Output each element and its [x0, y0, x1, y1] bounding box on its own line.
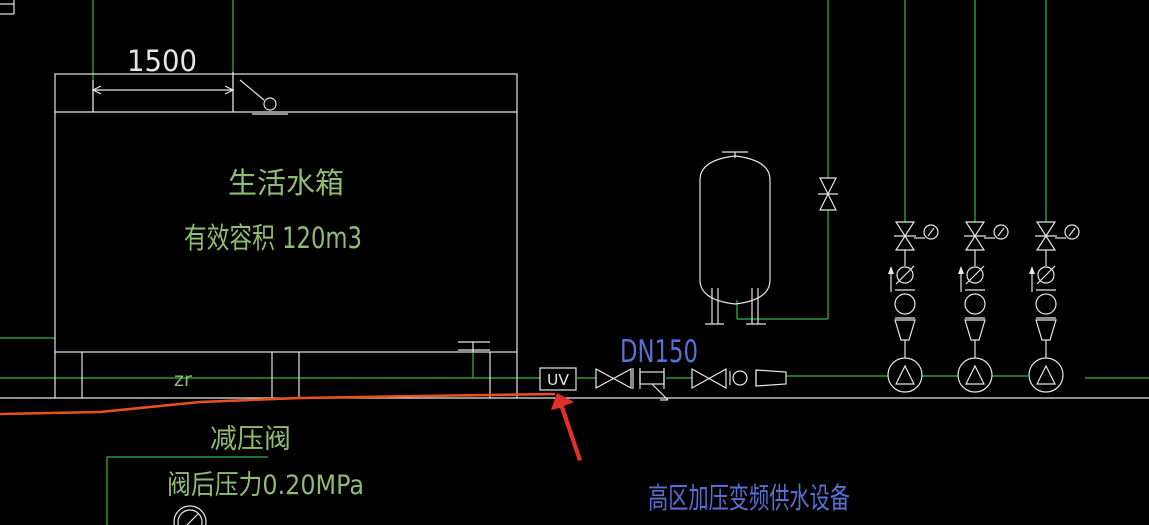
- pump-icon: [957, 357, 993, 393]
- pressure-gauge-icon: [993, 224, 1009, 240]
- reducer-icon: [1035, 319, 1057, 341]
- pressure-tank-body: [699, 155, 771, 305]
- gate-valve-icon: [819, 177, 837, 211]
- gate-valve-icon: [964, 221, 986, 251]
- uv-sterilizer: [539, 367, 577, 391]
- pump-set-2: [957, 221, 1009, 393]
- pump-icon: [887, 357, 923, 393]
- reducer-icon: [894, 319, 916, 341]
- check-valve-icon: [1037, 266, 1055, 284]
- gate-valve-icon: [1035, 221, 1057, 251]
- tank-title: 生活水箱: [228, 166, 344, 200]
- reducer-icon: [755, 369, 787, 387]
- pump-set-3: [1028, 221, 1080, 393]
- tank-outline: [54, 73, 518, 353]
- flex-joint-icon: [894, 293, 916, 315]
- markup-arrow-icon: [551, 393, 582, 461]
- pressure-tank: [699, 151, 838, 325]
- pump-icon: [1028, 357, 1064, 393]
- inline-valves: [595, 367, 787, 401]
- pipe-code-label: zr: [174, 369, 192, 391]
- dimension-arrow: [91, 85, 102, 95]
- gate-valve-icon: [691, 367, 727, 390]
- pump-set-1: [887, 221, 939, 393]
- system-label: 高区加压变频供水设备: [648, 481, 850, 515]
- pressure-gauge-icon: [173, 505, 207, 525]
- markup-annotation: [0, 392, 582, 461]
- uv-label: UV: [547, 371, 570, 389]
- pump-icon: [895, 364, 915, 385]
- float-valve-arm: [239, 79, 265, 101]
- flow-arrow-icon: [1029, 266, 1035, 274]
- markup-line: [0, 392, 556, 416]
- dimension-arrow: [224, 85, 235, 95]
- prv-title: 减压阀: [210, 424, 291, 455]
- uv-box: [539, 367, 577, 391]
- dimension-label: 1500: [127, 44, 197, 78]
- check-valve-icon: [732, 370, 748, 386]
- gate-valve-icon: [595, 367, 632, 390]
- prv-pressure-label: 阀后压力0.20MPa: [167, 470, 364, 501]
- tank-volume-label: 有效容积 120m3: [184, 221, 362, 255]
- flow-arrow-icon: [888, 266, 894, 274]
- water-tank: [54, 72, 518, 398]
- pump-icon: [1036, 364, 1056, 385]
- flow-arrow-icon: [958, 266, 964, 274]
- valve-fragment-icon: [0, 0, 15, 15]
- check-valve-icon: [896, 266, 914, 284]
- reducer-icon: [964, 319, 986, 341]
- strainer-icon: [639, 371, 665, 385]
- float-ball: [263, 97, 277, 111]
- flex-joint-icon: [964, 293, 986, 315]
- pressure-gauge-icon: [1064, 224, 1080, 240]
- pressure-gauge-icon: [923, 224, 939, 240]
- check-valve-icon: [966, 266, 984, 284]
- gate-valve-icon: [894, 221, 916, 251]
- flex-joint-icon: [1035, 293, 1057, 315]
- pump-icon: [965, 364, 985, 385]
- pipe-size-label: DN150: [620, 334, 698, 370]
